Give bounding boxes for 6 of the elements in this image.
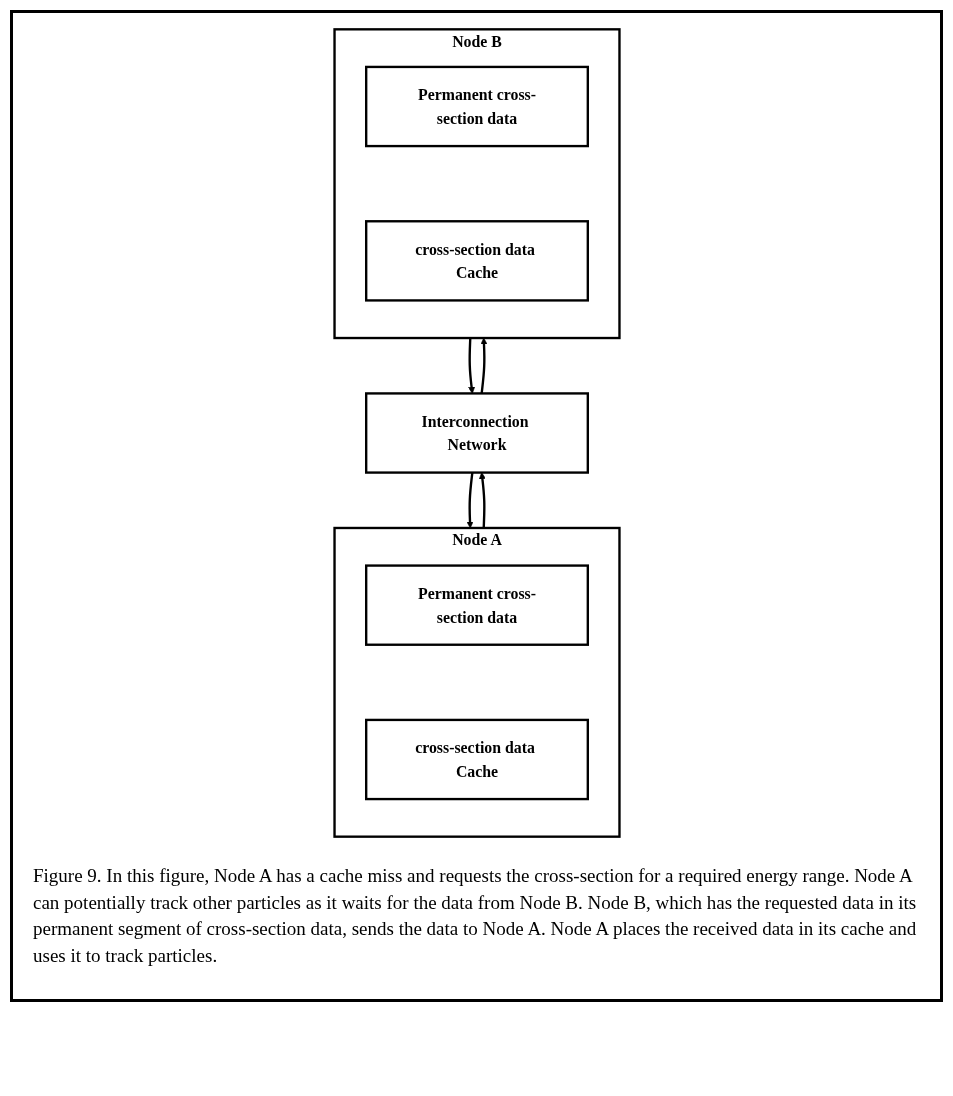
- node-box: Permanent cross-section data: [364, 65, 589, 148]
- figure-caption: Figure 9. In this figure, Node A has a cache miss and requests the cross-section for a required energy range. Node A can potentially track other particles as it waits for the data from Node B. Node B, which has the requested data in its permanent segment of cross-section data, sends the data to Node A. Node A places the received data in its cache and uses it to track particles.: [33, 864, 918, 968]
- node-box: Permanent cross-section data: [364, 564, 589, 646]
- node-box: cross-section data Cache: [364, 718, 589, 801]
- node-box: Interconnection Network: [364, 392, 589, 474]
- node-box: cross-section data Cache: [364, 220, 589, 302]
